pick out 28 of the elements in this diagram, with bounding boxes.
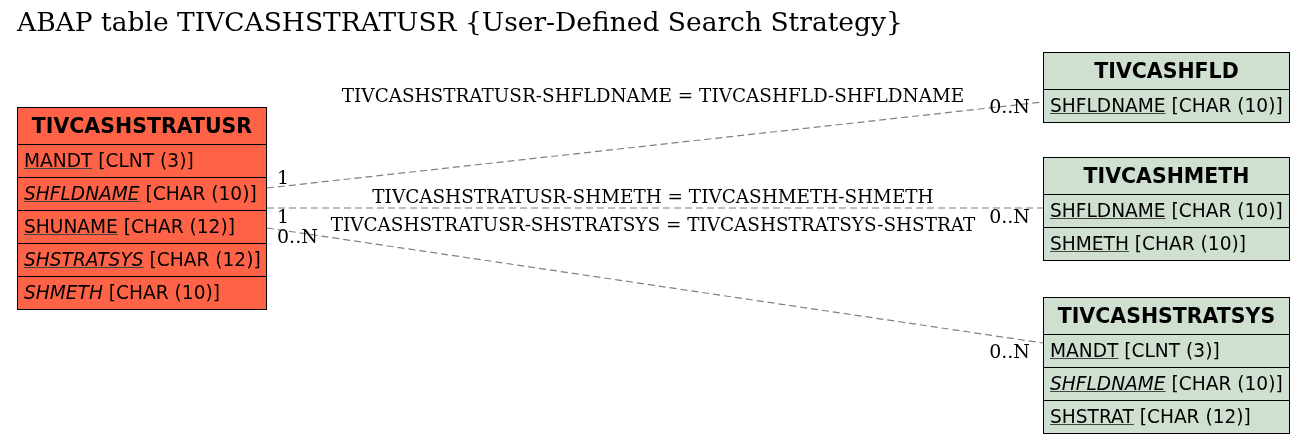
field-definition: SHFLDNAME [CHAR (10)] — [1050, 373, 1283, 395]
relationship-line — [266, 207, 1044, 209]
field-definition: SHUNAME [CHAR (12)] — [24, 216, 235, 238]
field-definition: SHSTRAT [CHAR (12)] — [1050, 406, 1251, 428]
field-definition: SHMETH [CHAR (10)] — [24, 282, 221, 304]
field-definition: SHMETH [CHAR (10)] — [1050, 233, 1247, 255]
field-definition: SHFLDNAME [CHAR (10)] — [1050, 200, 1283, 222]
cardinality-label: 0..N — [989, 207, 1030, 227]
table-name: TIVCASHSTRATUSR — [31, 114, 253, 138]
table-entity — [1043, 157, 1290, 261]
field-definition: SHFLDNAME [CHAR (10)] — [24, 183, 257, 205]
table-name: TIVCASHSTRATSYS — [1057, 304, 1276, 328]
field-definition: SHFLDNAME [CHAR (10)] — [1050, 95, 1283, 117]
cardinality-label: 1 — [277, 168, 290, 188]
diagram-title: ABAP table TIVCASHSTRATUSR {User-Defined Search Strategy} — [17, 7, 903, 37]
field-definition: SHSTRATSYS [CHAR (12)] — [24, 249, 261, 271]
table-name: TIVCASHMETH — [1083, 164, 1250, 188]
field-definition: MANDT [CLNT (3)] — [1050, 340, 1220, 362]
table-entity — [17, 107, 267, 310]
relationship-line — [266, 227, 1044, 344]
cardinality-label: 0..N — [989, 342, 1030, 362]
cardinality-label: 1 — [277, 207, 290, 227]
table-entity — [1043, 52, 1290, 123]
field-definition: MANDT [CLNT (3)] — [24, 150, 194, 172]
table-name: TIVCASHFLD — [1094, 59, 1239, 83]
table-entity — [1043, 297, 1290, 434]
cardinality-label: 0..N — [989, 97, 1030, 117]
cardinality-label: 0..N — [277, 227, 318, 247]
